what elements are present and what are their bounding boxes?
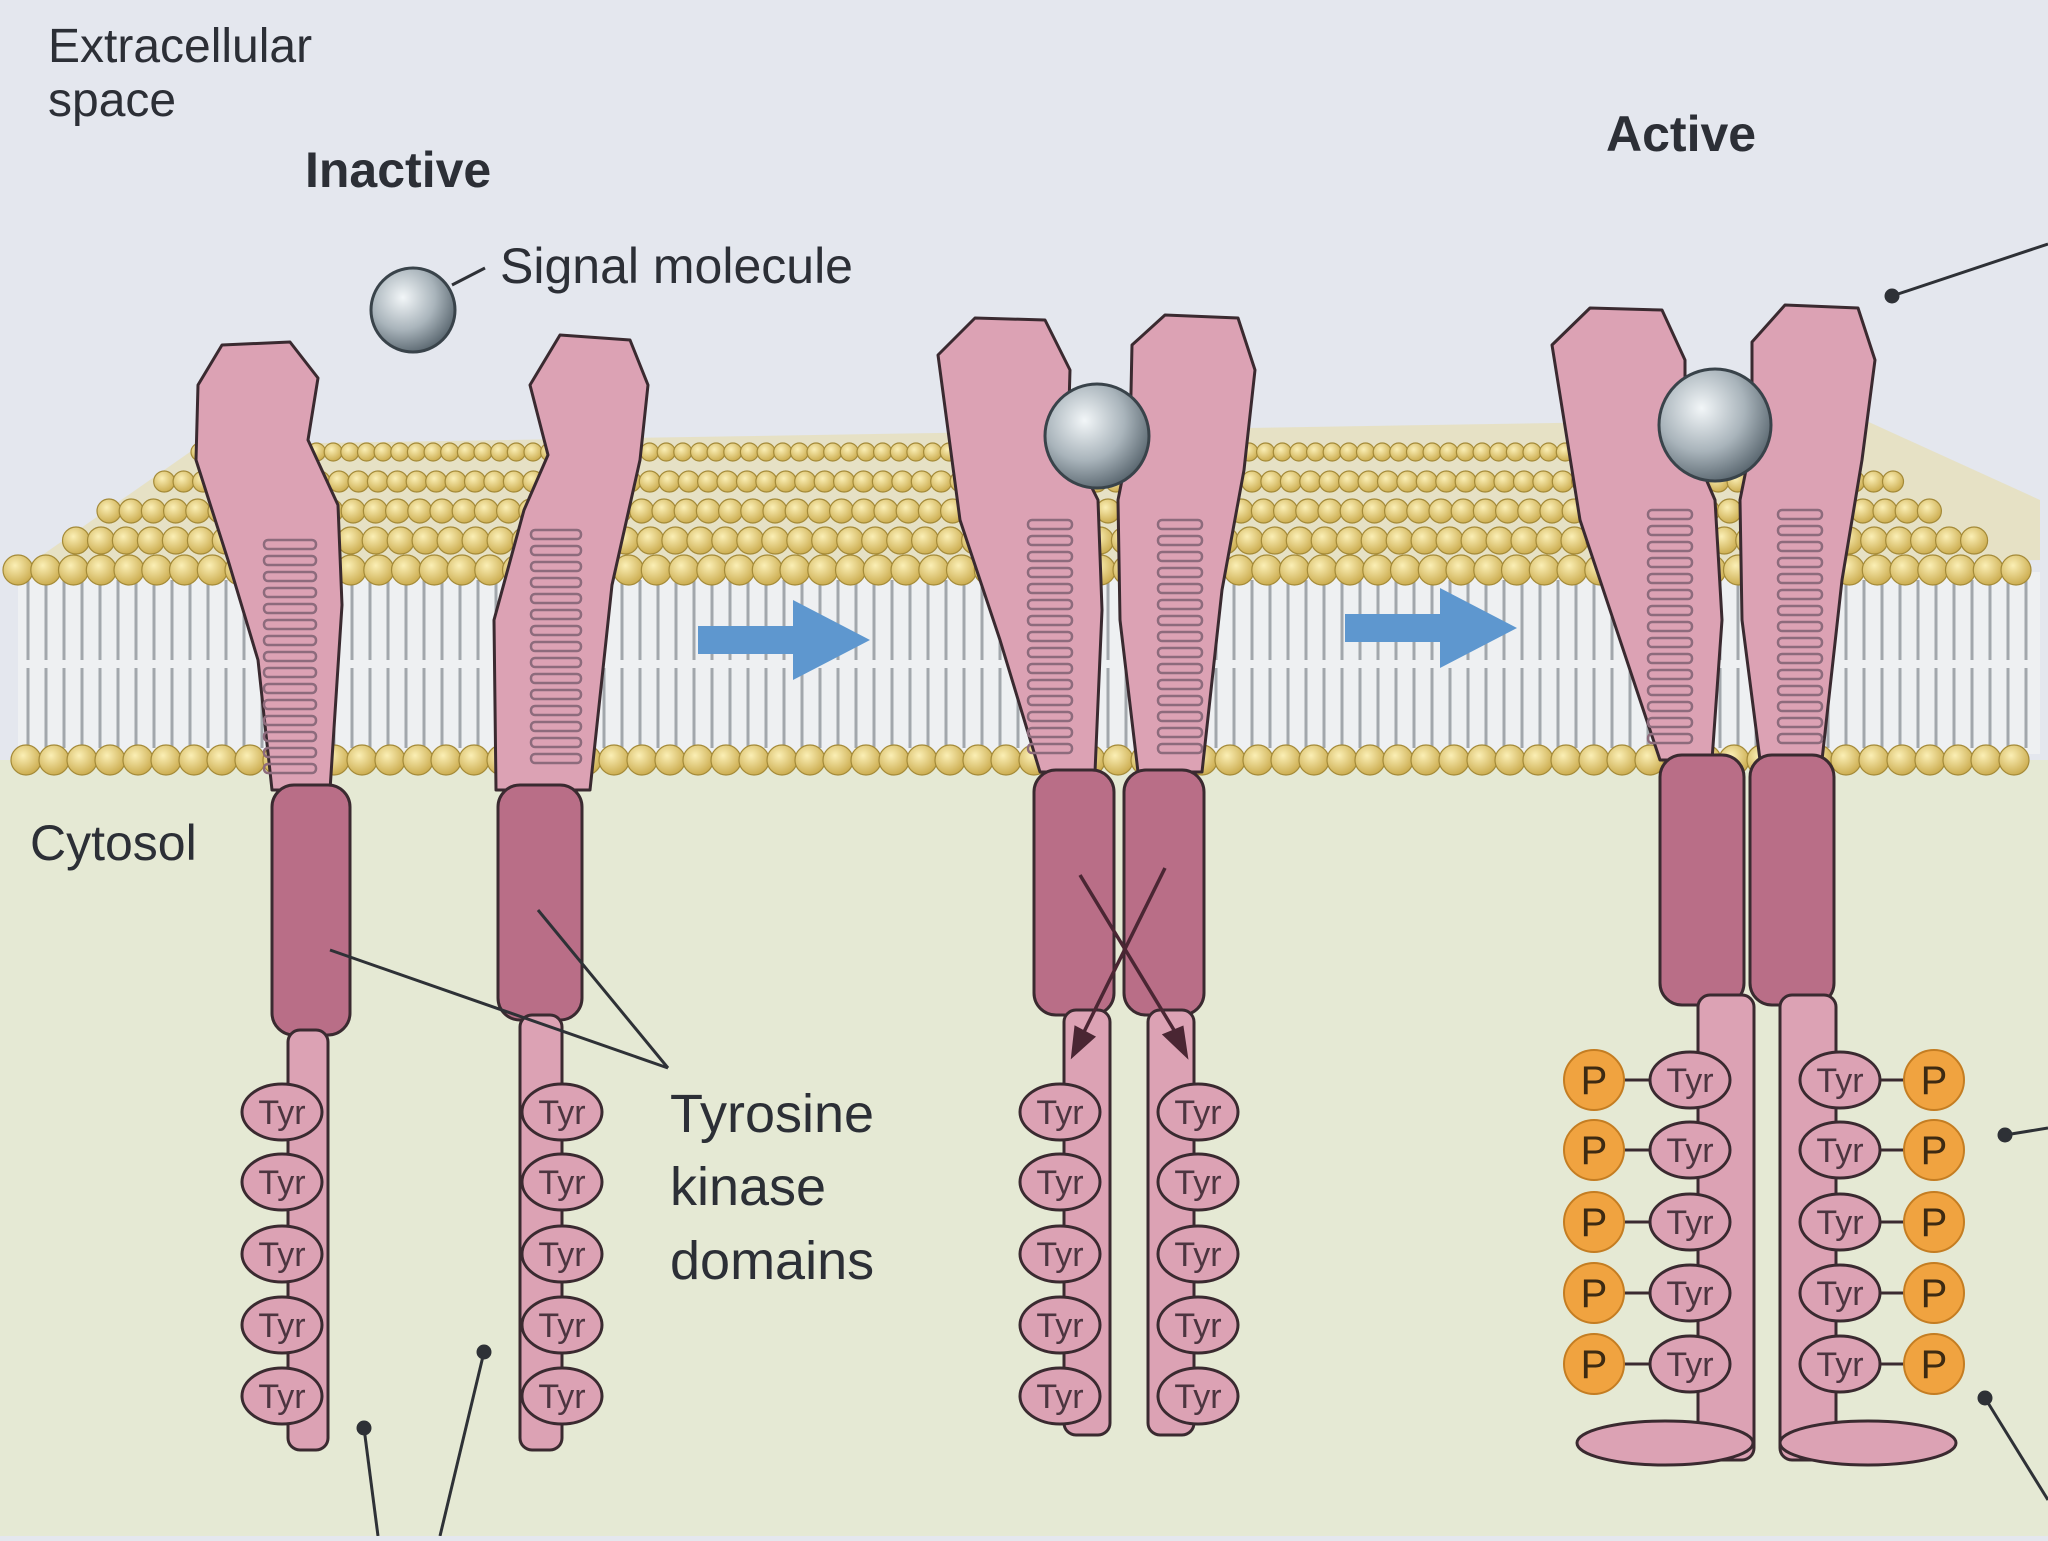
tyrosine-kinase-domains-label: Tyrosine kinase domains <box>670 1078 874 1298</box>
receptor2-tyr-5-label: Tyr <box>538 1378 585 1416</box>
receptor6-phosphate-3-label: P <box>1921 1201 1948 1245</box>
active-label: Active <box>1606 106 1756 162</box>
receptor1-tyr-3-label: Tyr <box>258 1236 305 1274</box>
signal-molecule-bound-2 <box>1659 369 1771 481</box>
receptor5-tyr-5-label: Tyr <box>1666 1346 1713 1384</box>
extracellular-space-label: Extracellular space <box>48 20 312 128</box>
extracellular-label-line1: Extracellular <box>48 20 312 74</box>
receptor5-phosphate-1-label: P <box>1581 1059 1608 1103</box>
receptor3-tyr-2-label: Tyr <box>1036 1164 1083 1202</box>
receptor6-phosphate-1-label: P <box>1921 1059 1948 1103</box>
receptor6-phosphate-2-label: P <box>1921 1129 1948 1173</box>
signal-molecule-bound-1 <box>1045 384 1149 488</box>
receptor6-phosphate-5-label: P <box>1921 1343 1948 1387</box>
receptor5-kinase-domain <box>1660 755 1744 1005</box>
receptor4-tyr-5-label: Tyr <box>1174 1378 1221 1416</box>
receptor6-tyr-3-label: Tyr <box>1816 1204 1863 1242</box>
receptor1-kinase-domain <box>272 785 350 1035</box>
receptor6-tyr-5-label: Tyr <box>1816 1346 1863 1384</box>
receptor6-tyr-2-label: Tyr <box>1816 1132 1863 1170</box>
signal-molecule-label: Signal molecule <box>500 238 853 294</box>
receptor5-foot <box>1577 1421 1753 1465</box>
receptor5-tyr-1-label: Tyr <box>1666 1062 1713 1100</box>
inactive-label: Inactive <box>305 142 491 198</box>
receptor2-kinase-domain <box>498 785 582 1020</box>
receptor6-phosphate-4-label: P <box>1921 1272 1948 1316</box>
receptor6-foot <box>1780 1421 1956 1465</box>
receptor2-tyr-4-label: Tyr <box>538 1307 585 1345</box>
tk-label-line3: domains <box>670 1225 874 1298</box>
receptor4-tyr-3-label: Tyr <box>1174 1236 1221 1274</box>
receptor5-phosphate-3-label: P <box>1581 1201 1608 1245</box>
receptor2-tyr-2-label: Tyr <box>538 1164 585 1202</box>
tk-label-line2: kinase <box>670 1151 874 1224</box>
receptor5-tyr-4-label: Tyr <box>1666 1275 1713 1313</box>
receptor1-tyr-1-label: Tyr <box>258 1094 305 1132</box>
receptor5-phosphate-2-label: P <box>1581 1129 1608 1173</box>
receptor6-tyr-4-label: Tyr <box>1816 1275 1863 1313</box>
receptor3-tyr-3-label: Tyr <box>1036 1236 1083 1274</box>
receptor1-tyr-5-label: Tyr <box>258 1378 305 1416</box>
receptor3-kinase-domain <box>1034 770 1114 1015</box>
receptor5-phosphate-5-label: P <box>1581 1343 1608 1387</box>
receptor1-tyr-4-label: Tyr <box>258 1307 305 1345</box>
receptor3-tyr-4-label: Tyr <box>1036 1307 1083 1345</box>
extracellular-label-line2: space <box>48 74 312 128</box>
receptor3-tyr-1-label: Tyr <box>1036 1094 1083 1132</box>
tk-label-line1: Tyrosine <box>670 1078 874 1151</box>
receptor6-kinase-domain <box>1750 755 1834 1005</box>
receptor3-tyr-5-label: Tyr <box>1036 1378 1083 1416</box>
signal-molecule-free <box>371 268 455 352</box>
receptor5-tyr-3-label: Tyr <box>1666 1204 1713 1242</box>
receptor5-phosphate-4-label: P <box>1581 1272 1608 1316</box>
receptor4-tyr-2-label: Tyr <box>1174 1164 1221 1202</box>
receptor6-tyr-1-label: Tyr <box>1816 1062 1863 1100</box>
receptor1-tyr-2-label: Tyr <box>258 1164 305 1202</box>
receptor4-tyr-1-label: Tyr <box>1174 1094 1221 1132</box>
cytosol-label: Cytosol <box>30 815 197 871</box>
receptor4-tyr-4-label: Tyr <box>1174 1307 1221 1345</box>
receptor4-kinase-domain <box>1124 770 1204 1015</box>
receptor2-tyr-3-label: Tyr <box>538 1236 585 1274</box>
receptor2-tyr-1-label: Tyr <box>538 1094 585 1132</box>
receptor5-tyr-2-label: Tyr <box>1666 1132 1713 1170</box>
